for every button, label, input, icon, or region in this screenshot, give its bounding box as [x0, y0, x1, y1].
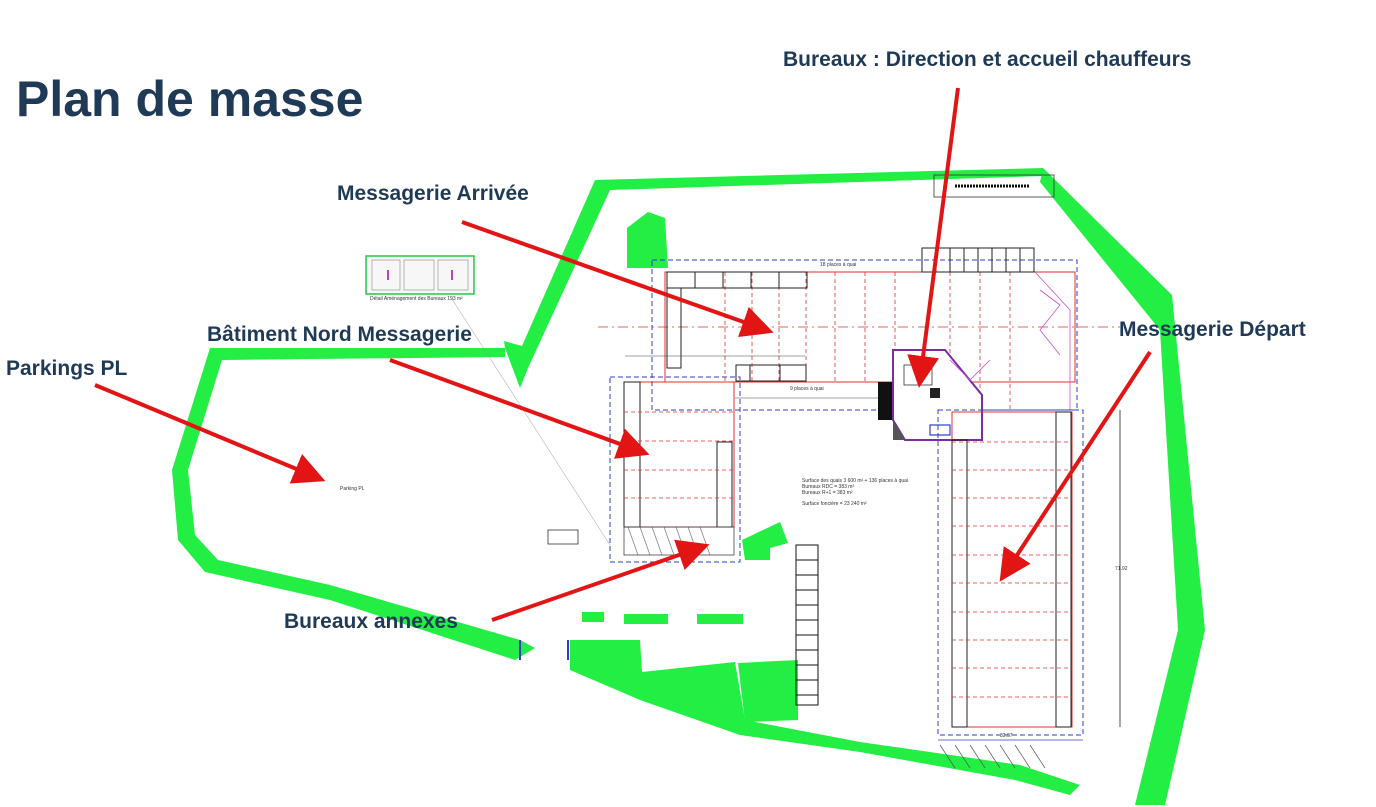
- dim-height: 71.92: [1115, 566, 1128, 572]
- label-messagerie-depart: Messagerie Départ: [1119, 318, 1306, 341]
- detail-inset: Détail Aménagement des Bureaux 193 m²: [365, 255, 475, 302]
- parking-pl-text: Parking PL: [340, 486, 365, 492]
- north-dock-building: 18 places à quai 9 places à quai: [598, 247, 1120, 411]
- arrow-messagerie-arrivee: [461, 220, 774, 338]
- arrow-bureaux-annexes: [491, 539, 710, 622]
- label-bureaux-annexes: Bureaux annexes: [284, 610, 458, 633]
- surface-line-2: Bureaux RDC = 383 m²: [802, 484, 854, 490]
- label-parkings-pl: Parkings PL: [6, 357, 128, 380]
- label-batiment-nord: Bâtiment Nord Messagerie: [207, 323, 472, 346]
- arrow-messagerie-depart: [999, 350, 1152, 582]
- east-building: 32.97 71.92: [937, 409, 1128, 769]
- surface-line-3: Bureaux R+1 = 383 m²: [802, 490, 853, 496]
- office-building: [878, 349, 991, 441]
- site-boundary: [172, 168, 1205, 805]
- west-building: [547, 376, 741, 563]
- surface-line-4: Surface foncière = 23 240 m²: [802, 501, 867, 507]
- dim-width: 32.97: [1000, 733, 1013, 739]
- arrow-bureaux: [907, 87, 960, 388]
- surface-line-1: Surface des quais 3 600 m² + 136 places …: [802, 478, 908, 484]
- south-parking: [519, 544, 819, 706]
- label-bureaux-direction: Bureaux : Direction et accueil chauffeur…: [783, 48, 1192, 71]
- page-title: Plan de masse: [16, 71, 364, 127]
- label-messagerie-arrivee: Messagerie Arrivée: [337, 182, 529, 205]
- surface-legend: Surface des quais 3 600 m² + 136 places …: [802, 478, 908, 507]
- gatehouse: [933, 174, 1055, 198]
- dock-count-top: 18 places à quai: [820, 262, 856, 268]
- dock-count-mid: 9 places à quai: [790, 386, 824, 392]
- arrow-batiment-nord: [389, 358, 650, 459]
- arrow-parkings-pl: [94, 383, 326, 484]
- detail-caption: Détail Aménagement des Bureaux 193 m²: [370, 296, 463, 302]
